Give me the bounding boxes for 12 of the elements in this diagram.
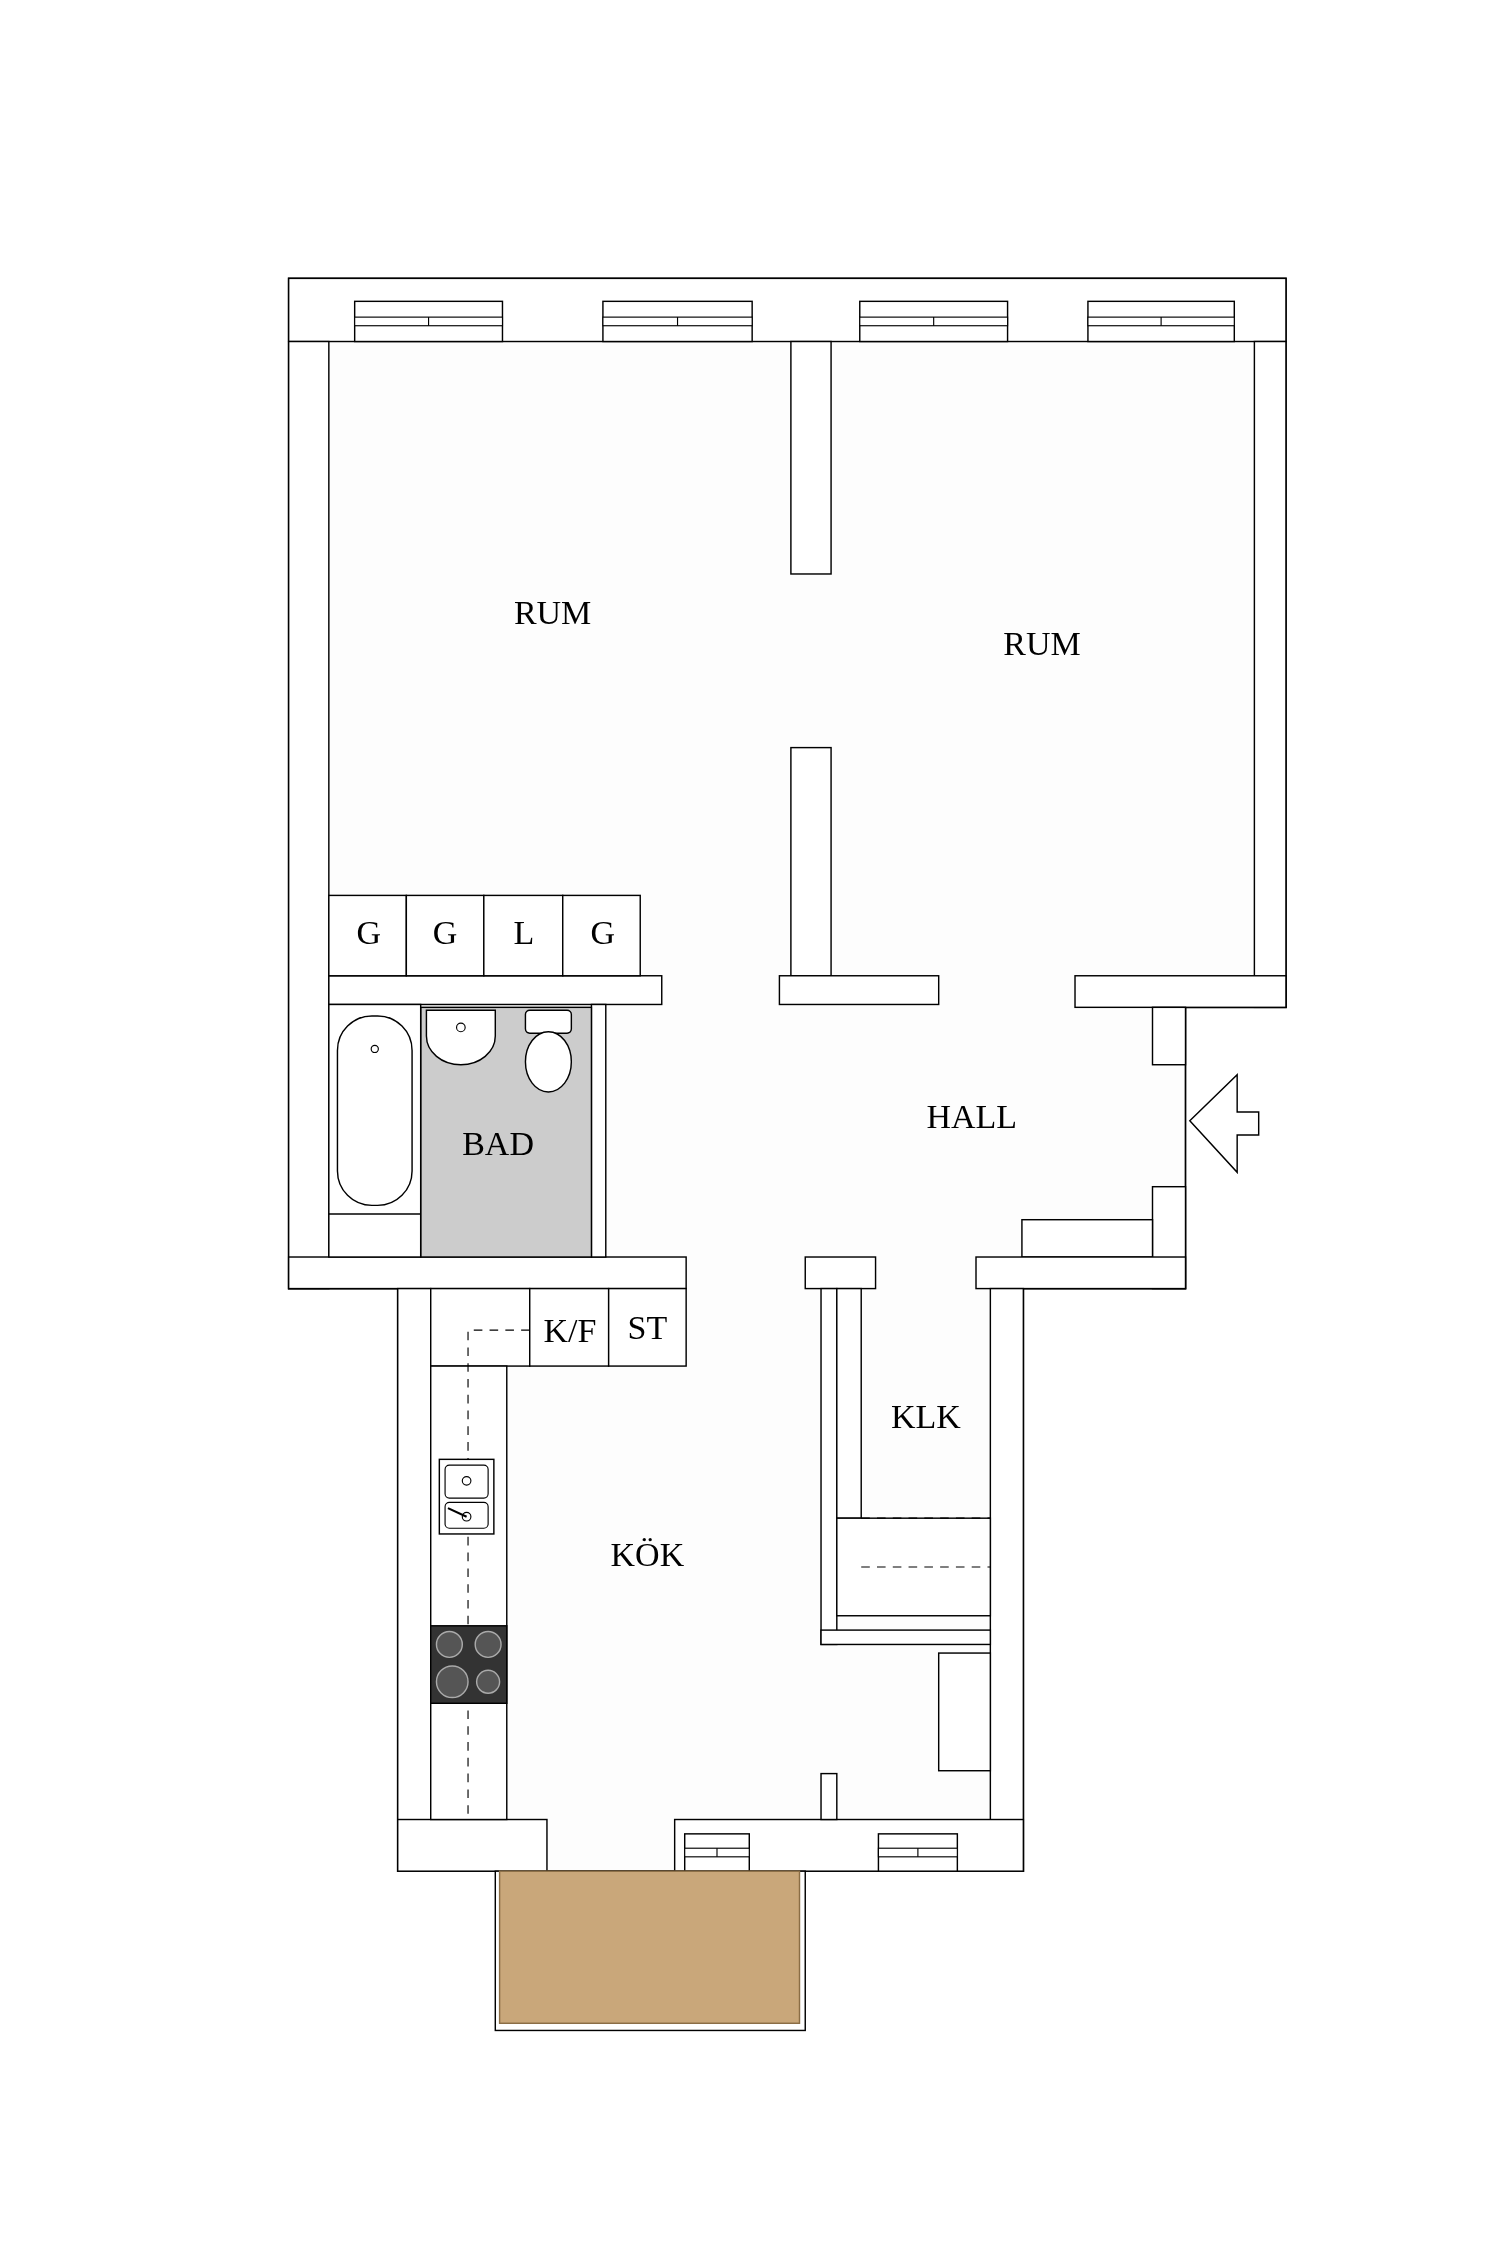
closet-label: K/F — [543, 1313, 597, 1348]
room-label: RUM — [1003, 627, 1081, 662]
closet-label: L — [513, 916, 535, 950]
room-label: KÖK — [610, 1537, 685, 1572]
room-label: RUM — [513, 595, 592, 630]
room-label: HALL — [926, 1099, 1018, 1134]
closet-label: ST — [627, 1310, 668, 1345]
closet-label: G — [356, 916, 382, 950]
room-label: KLK — [890, 1399, 961, 1434]
room-label: BAD — [462, 1127, 534, 1161]
closet-label: G — [432, 916, 458, 950]
closet-label: G — [590, 916, 616, 950]
